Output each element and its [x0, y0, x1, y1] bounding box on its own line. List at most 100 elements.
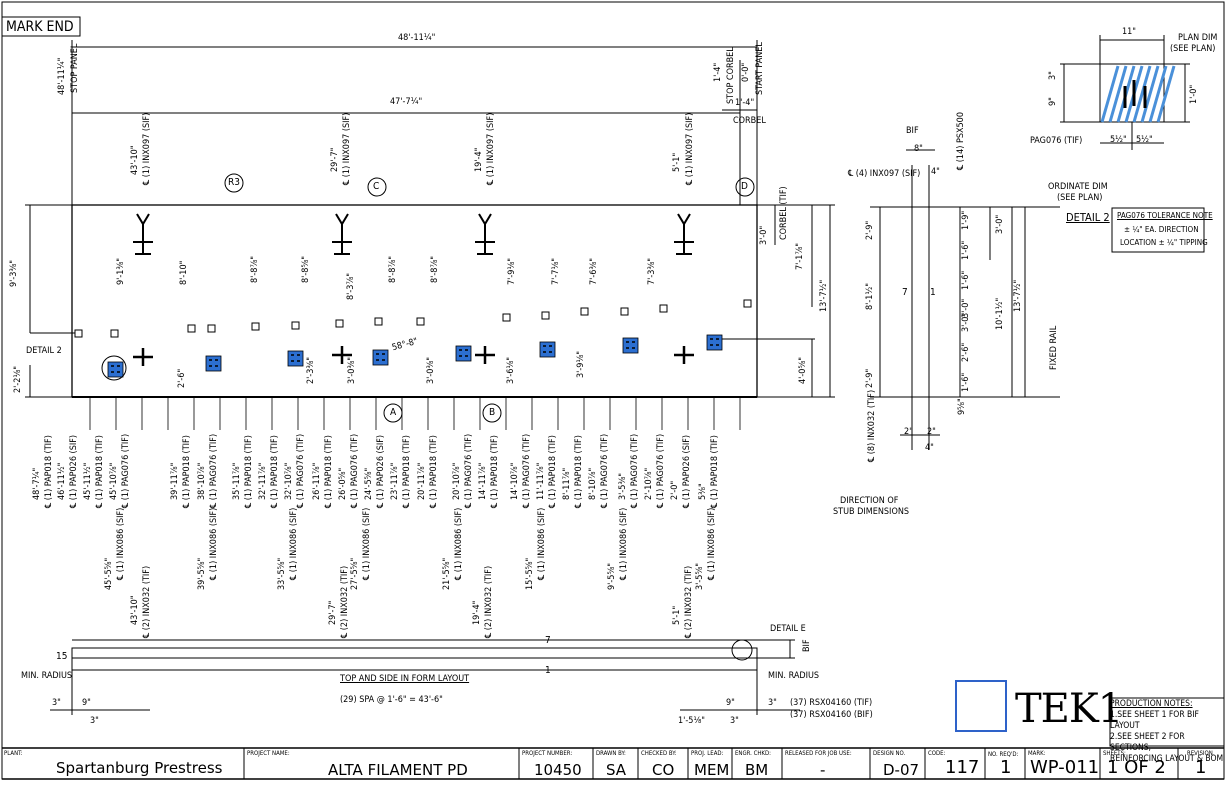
vdim-11: 7'-3⅜" — [647, 257, 657, 285]
bottom-dim: 32'-10⅞" — [284, 462, 294, 500]
embed-plate-mark — [291, 354, 300, 362]
marker-c: C — [373, 181, 380, 192]
vdim-15: 2'-2⅛" — [13, 365, 23, 393]
dim-inner-length: 47'-7¼" — [390, 97, 423, 107]
marker-circle — [735, 177, 755, 197]
bottom-callout: ℄ (1) PAP026 (SIF) — [69, 434, 79, 508]
section-mid-dim-2: 1'-6" — [961, 270, 971, 290]
dim-1-5: 1'-5⅛" — [678, 716, 706, 726]
bottom-dim: 38'-10⅞" — [197, 462, 207, 500]
embed-plate — [706, 334, 723, 351]
tb-project-number: 10450 — [534, 761, 582, 779]
d2-d10: 1'-0" — [1189, 84, 1199, 104]
section-fixed-rail: FIXED RAIL — [1049, 325, 1059, 370]
tek1-logo: TEK1 — [1015, 686, 1123, 732]
vdim-14: 13'-7½" — [819, 279, 829, 312]
bottom-dim: 48'-7¼" — [32, 467, 42, 500]
vdim-3: 8'-8⅞" — [250, 255, 260, 283]
detail-e-circle — [731, 639, 753, 661]
drawing-marks — [74, 65, 1176, 661]
vdim-1: 9'-1⅜" — [116, 257, 126, 285]
cross-insert — [674, 346, 694, 364]
section-left-dim-0: 2'-9" — [865, 220, 875, 240]
dim-3-right-2: 3" — [730, 716, 739, 726]
tb-mark: WP-011 — [1030, 757, 1100, 778]
inx086-dim: 21'-5⅝" — [442, 557, 452, 590]
vdim-8: 7'-9⅛" — [507, 257, 517, 285]
tb-proj-lead-header: PROJ. LEAD: — [691, 750, 724, 757]
section-view — [911, 206, 930, 398]
cross-insert — [332, 346, 352, 364]
tb-mark-header: MARK: — [1028, 750, 1046, 757]
section-right-dim-1: 10'-1½" — [995, 297, 1005, 330]
bottom-callout: ℄ (1) PAP026 (SIF) — [682, 434, 692, 508]
notes-title: PRODUCTION NOTES: — [1110, 699, 1193, 709]
callout-direction: DIRECTION OF — [840, 496, 899, 506]
bottom-callout: ℄ (1) PAP018 (TIF) — [574, 435, 584, 508]
dim-top-length: 48'-11¼" — [398, 33, 436, 43]
bottom-dim: 45'-11½" — [83, 462, 93, 500]
marker-a: A — [390, 407, 397, 418]
square-insert — [74, 329, 83, 338]
dim-9-right: 9" — [726, 698, 735, 708]
vdim-4: 8'-8⅝" — [301, 255, 311, 283]
label-corbel: CORBEL — [733, 116, 766, 126]
vdim-18: 3'-0⅜" — [347, 356, 357, 384]
inx086-callout: ℄ (1) INX086 (SIF) — [537, 507, 547, 580]
embed-plate-mark — [710, 338, 719, 346]
callout-min-radius-left: MIN. RADIUS — [21, 671, 73, 681]
callout-rsx-bif: (37) RSX04160 (BIF) — [790, 710, 873, 720]
inx032-callout: ℄ (2) INX032 (TIF) — [340, 565, 350, 638]
inx086-callout: ℄ (1) INX086 (SIF) — [209, 507, 219, 580]
label-start-panel: START PANEL — [755, 42, 765, 95]
lifting-insert — [332, 213, 352, 255]
panel-outline — [71, 204, 758, 398]
vdim-19: 3'-0⅜" — [426, 356, 436, 384]
d2-see-plan-2: (SEE PLAN) — [1057, 193, 1103, 203]
bottom-dim: 8'-10⅞" — [588, 467, 598, 500]
tb-revision: 1 — [1195, 757, 1207, 778]
embed-plate — [372, 349, 389, 366]
tb-checked-by-header: CHECKED BY: — [641, 750, 677, 757]
bottom-dim: 8'-11⅞" — [562, 467, 572, 500]
vdim-21: 3'-9⅛" — [576, 350, 586, 378]
bottom-callout: ℄ (1) PAG076 (TIF) — [600, 433, 610, 508]
top-call-4: ℄ (1) INX097 (SIF) — [685, 112, 695, 185]
tb-engr-chkd: BM — [745, 761, 769, 779]
square-insert — [416, 317, 425, 326]
bottom-callout: ℄ (1) PAG076 (TIF) — [121, 433, 131, 508]
square-insert — [251, 322, 260, 331]
marker-1: 1 — [545, 665, 551, 676]
bottom-dim: 46'-11½" — [57, 462, 67, 500]
square-insert — [659, 304, 668, 313]
d2-d11: 11" — [1122, 27, 1137, 37]
square-insert — [620, 307, 629, 316]
bottom-callout: ℄ (1) PAP018 (TIF) — [324, 435, 334, 508]
d2-d5b: 5½" — [1136, 135, 1153, 145]
callout-bif: BIF — [802, 639, 812, 652]
detail-2-hatch — [1156, 65, 1176, 123]
square-insert — [580, 307, 589, 316]
section-bif: BIF — [906, 126, 919, 136]
bottom-dim: 14'-10⅞" — [510, 462, 520, 500]
vdim-0: 9'-3⅜" — [9, 259, 19, 287]
detail-2-hatch — [1108, 65, 1128, 123]
tb-proj-lead: MEM — [694, 761, 730, 779]
tb-code: 117 — [945, 757, 980, 778]
bottom-callout: ℄ (1) PAP018 (TIF) — [429, 435, 439, 508]
inx032-callout: ℄ (2) INX032 (TIF) — [684, 565, 694, 638]
section-mid-dim-5: 2'-6" — [961, 342, 971, 362]
bottom-callout: ℄ (1) PAP018 (TIF) — [402, 435, 412, 508]
top-call-2: ℄ (1) INX097 (SIF) — [342, 112, 352, 185]
inx086-callout: ℄ (1) INX086 (SIF) — [619, 507, 629, 580]
detail-2-hatch — [1140, 65, 1160, 123]
embed-plate-mark — [376, 353, 385, 361]
section-psx: ℄ (14) PSX500 — [956, 112, 966, 170]
top-dim-4: 5'-1" — [672, 152, 682, 172]
embed-plate-mark — [543, 345, 552, 353]
square-insert — [502, 313, 511, 322]
section-marker-7: 7 — [902, 287, 908, 298]
section-mid-dim-4: 3'-0" — [961, 312, 971, 332]
production-notes: PRODUCTION NOTES: 1.SEE SHEET 1 FOR BIF … — [1110, 699, 1226, 765]
